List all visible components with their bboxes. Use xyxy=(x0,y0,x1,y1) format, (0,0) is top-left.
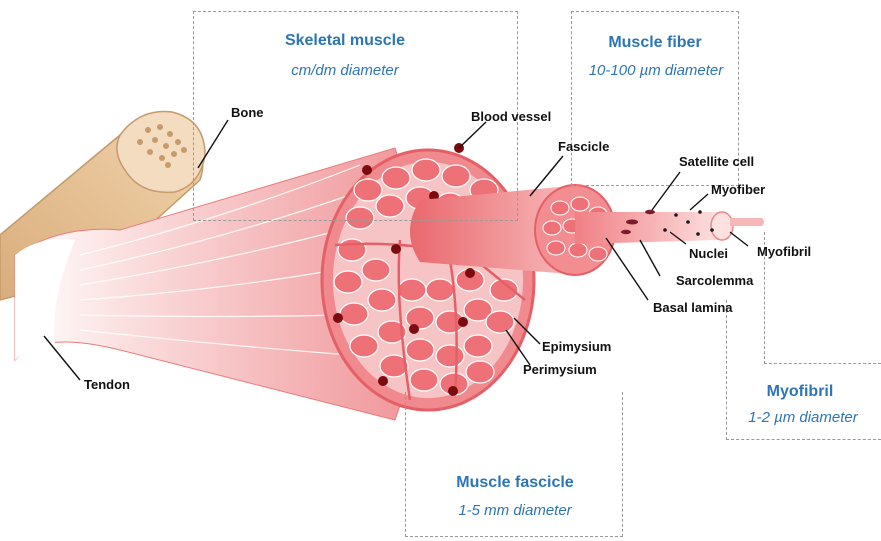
skeletal-muscle-title: Skeletal muscle xyxy=(270,32,420,50)
blood-vessel-label: Blood vessel xyxy=(471,109,551,124)
tendon-label: Tendon xyxy=(84,377,130,392)
myofibril-title: Myofibril xyxy=(740,383,860,401)
myofibril-label: Myofibril xyxy=(757,244,811,259)
fascicle-label: Fascicle xyxy=(558,139,609,154)
myofibril-diameter: 1-2 µm diameter xyxy=(728,409,878,426)
muscle-fascicle-title: Muscle fascicle xyxy=(440,474,590,492)
muscle-fiber-title: Muscle fiber xyxy=(580,34,730,52)
skeletal-muscle-diameter: cm/dm diameter xyxy=(270,62,420,79)
sarcolemma-label: Sarcolemma xyxy=(676,273,753,288)
epimysium-label: Epimysium xyxy=(542,339,611,354)
basal-lamina-label: Basal lamina xyxy=(653,300,733,315)
muscle-fiber-diameter: 10-100 µm diameter xyxy=(576,62,736,79)
nuclei-label: Nuclei xyxy=(689,246,728,261)
bone-label: Bone xyxy=(231,105,264,120)
myofibril-shape xyxy=(730,218,764,226)
perimysium-label: Perimysium xyxy=(523,362,597,377)
muscle-fiber-shape xyxy=(575,210,733,244)
muscle-fascicle-diameter: 1-5 mm diameter xyxy=(440,502,590,519)
myofiber-label: Myofiber xyxy=(711,182,765,197)
satellite-cell-label: Satellite cell xyxy=(679,154,754,169)
